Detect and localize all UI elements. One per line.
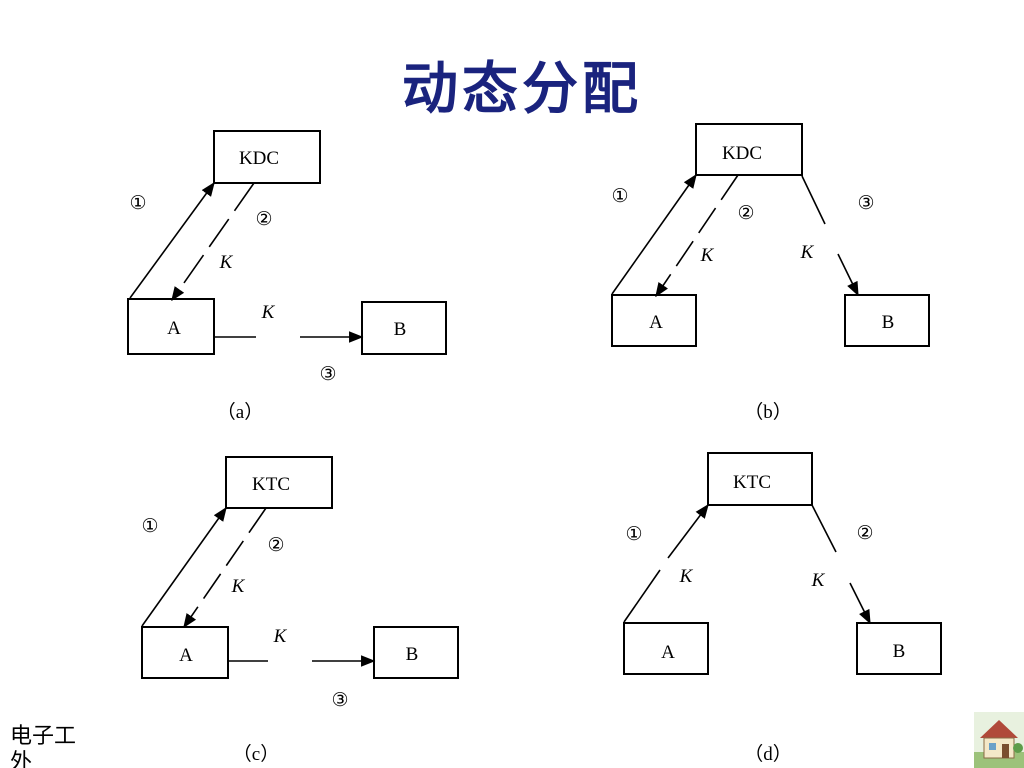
node-a-box bbox=[141, 626, 229, 679]
key-label: K bbox=[811, 570, 826, 591]
step-3-label: ③ bbox=[331, 690, 348, 711]
node-b-box bbox=[844, 294, 930, 347]
kdc-label: KDC bbox=[239, 148, 279, 169]
step-1-label: ① bbox=[625, 524, 642, 545]
key-label: K bbox=[273, 626, 288, 647]
key-reply-arrow bbox=[655, 174, 739, 298]
node-b-label: B bbox=[406, 644, 419, 665]
key-label: K bbox=[231, 576, 246, 597]
step-2-label: ② bbox=[737, 203, 754, 224]
node-a-box bbox=[611, 294, 697, 347]
footer-text: 电子工外 bbox=[10, 724, 77, 768]
node-b-label: B bbox=[882, 312, 895, 333]
key-reply-arrow bbox=[183, 507, 267, 629]
diagram-a: KDC A B ① ② ③ K K （a） bbox=[127, 130, 447, 423]
request-arrow bbox=[141, 506, 227, 627]
node-b-label: B bbox=[893, 641, 906, 662]
node-b-box bbox=[361, 301, 447, 355]
key-to-b-line bbox=[801, 175, 826, 225]
request-arrow bbox=[129, 181, 215, 299]
key-to-b-arrow bbox=[837, 253, 859, 297]
request-line bbox=[623, 569, 661, 623]
node-a-box bbox=[127, 298, 215, 355]
request-arrow bbox=[611, 173, 697, 295]
key-label: K bbox=[679, 566, 694, 587]
key-to-b-arrow bbox=[849, 582, 871, 625]
node-a-label: A bbox=[167, 318, 181, 339]
ktc-label: KTC bbox=[733, 472, 771, 493]
node-a-label: A bbox=[649, 312, 663, 333]
step-1-label: ① bbox=[129, 193, 146, 214]
diagram-d: KTC A B ① ② K K （d） bbox=[623, 452, 942, 765]
node-b-box bbox=[373, 626, 459, 679]
caption: （c） bbox=[233, 743, 279, 765]
request-arrow bbox=[667, 503, 709, 559]
key-label: K bbox=[800, 242, 815, 263]
step-3-label: ③ bbox=[857, 193, 874, 214]
key-label: K bbox=[700, 245, 715, 266]
key-to-b-line bbox=[811, 504, 837, 553]
diagram-b: KDC A B ① ② ③ K K （b） bbox=[611, 123, 930, 423]
key-label: K bbox=[219, 252, 234, 273]
key-label: K bbox=[261, 302, 276, 323]
kdc-box bbox=[213, 130, 321, 184]
step-2-label: ② bbox=[856, 523, 873, 544]
step-3-label: ③ bbox=[319, 364, 336, 385]
ktc-label: KTC bbox=[252, 474, 290, 495]
page-title: 动态分配 bbox=[402, 57, 642, 122]
diagram-c: KTC A B ① ② ③ K K （c） bbox=[141, 456, 459, 765]
step-1-label: ① bbox=[611, 186, 628, 207]
node-a-label: A bbox=[179, 645, 193, 666]
caption: （a） bbox=[217, 401, 263, 423]
step-2-label: ② bbox=[267, 535, 284, 556]
kdc-box bbox=[695, 123, 803, 176]
caption: （d） bbox=[744, 743, 792, 765]
ktc-box bbox=[225, 456, 333, 509]
node-b-label: B bbox=[394, 319, 407, 340]
ktc-box bbox=[707, 452, 813, 506]
node-a-label: A bbox=[661, 642, 675, 663]
step-2-label: ② bbox=[255, 209, 272, 230]
step-1-label: ① bbox=[141, 516, 158, 537]
kdc-label: KDC bbox=[722, 143, 762, 164]
node-a-box bbox=[623, 622, 709, 675]
node-b-box bbox=[856, 622, 942, 675]
house-clipart-icon bbox=[974, 712, 1024, 768]
caption: （b） bbox=[744, 401, 792, 423]
key-reply-arrow bbox=[171, 182, 255, 302]
